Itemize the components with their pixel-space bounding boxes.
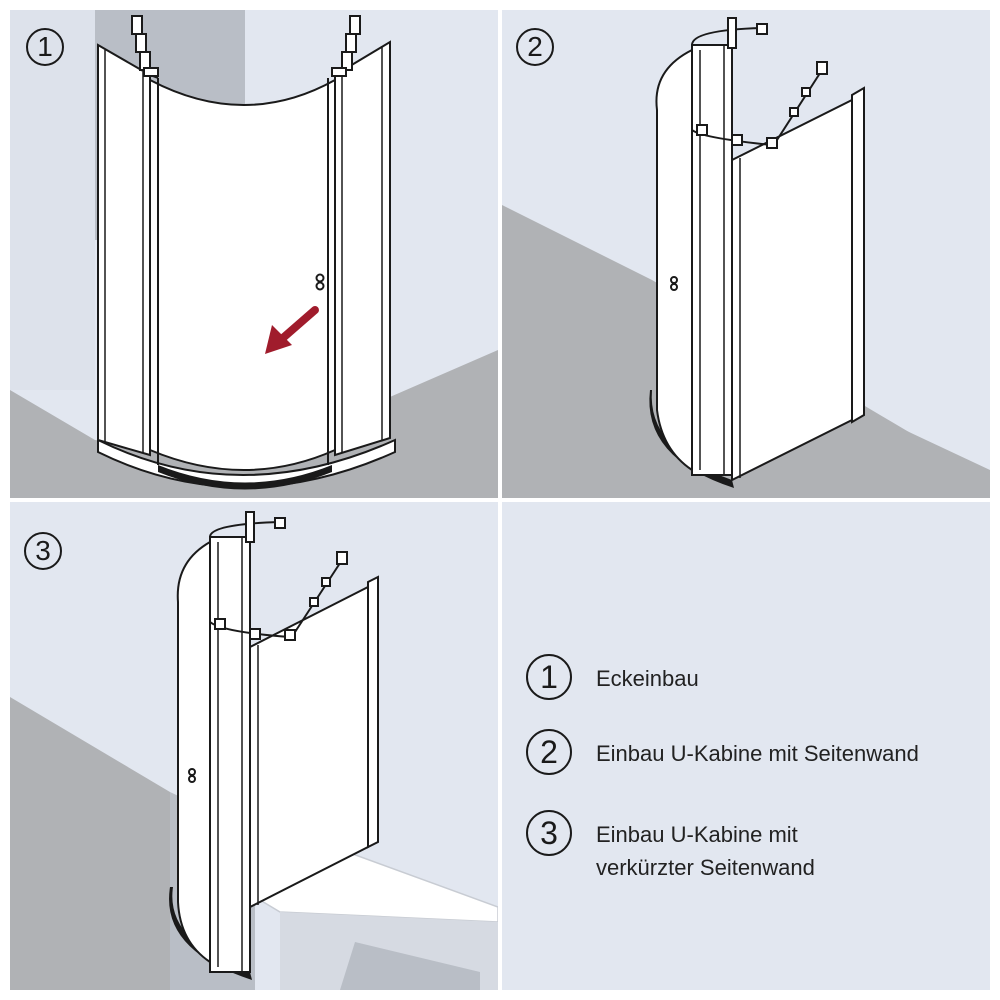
shower-u-cabin-short-wall-illustration: [10, 502, 498, 990]
legend-number-badge: 1: [526, 654, 572, 700]
legend-number-badge: 3: [526, 810, 572, 856]
panel-number-badge: 1: [26, 28, 64, 66]
opening-direction-arrow-icon: [265, 306, 319, 354]
legend-number-badge: 2: [526, 729, 572, 775]
panel-number-badge: 3: [24, 532, 62, 570]
legend-panel: 1 Eckeinbau 2 Einbau U-Kabine mit Seiten…: [502, 502, 990, 990]
panel-number-badge: 2: [516, 28, 554, 66]
shower-corner-illustration: [10, 10, 498, 498]
legend-label: Eckeinbau: [596, 666, 699, 691]
legend-label: Einbau U-Kabine mit Seitenwand: [596, 741, 919, 766]
panel-u-cabin-short-wall: 3: [10, 502, 498, 990]
panel-u-cabin-side-wall: 2: [502, 10, 990, 498]
shower-u-cabin-illustration: [502, 10, 990, 498]
legend-label: Einbau U-Kabine mit verkürzter Seitenwan…: [596, 822, 815, 880]
panel-corner-install: 1: [10, 10, 498, 498]
